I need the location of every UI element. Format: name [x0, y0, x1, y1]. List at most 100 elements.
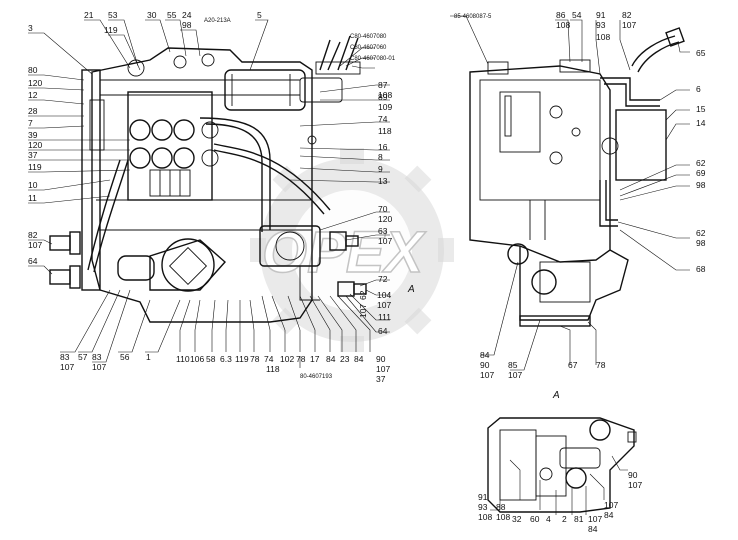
- callout-left-view-23: 83: [60, 352, 70, 362]
- inset-view-a: [487, 417, 637, 513]
- callout-inset-a-5: 32: [512, 514, 522, 524]
- callout-inset-a-11: 84: [588, 524, 598, 534]
- callout-left-view-22: 64: [28, 256, 38, 266]
- callout-left-view-19: 11: [28, 193, 37, 203]
- callout-inset-a-10: 107: [588, 514, 602, 524]
- inset-title-a: A: [552, 390, 560, 401]
- callout-left-view-30: 110: [176, 354, 190, 364]
- callout-left-view-10: 120: [28, 78, 42, 88]
- callout-inset-a-9: 81: [574, 514, 584, 524]
- callout-inset-a-3: 88: [496, 502, 506, 512]
- callout-left-view-60: 120: [378, 214, 392, 224]
- callout-left-view-4: 30: [147, 10, 157, 20]
- callout-right-view-15: 62: [696, 228, 706, 238]
- callout-inset-a-2: 108: [478, 512, 492, 522]
- callout-left-view-48: 107: [377, 300, 391, 310]
- callout-left-view-39: 78: [296, 354, 306, 364]
- callout-right-view-22: 107: [508, 370, 522, 380]
- callout-left-view-29: 1: [146, 352, 151, 362]
- callout-left-view-31: 106: [190, 354, 204, 364]
- callout-left-view-35: 78: [250, 354, 260, 364]
- callout-left-view-62: 107: [378, 236, 392, 246]
- callout-right-view-0: 86: [556, 10, 566, 20]
- callout-left-view-38: 102: [280, 354, 294, 364]
- callout-right-view-13: 69: [696, 168, 706, 178]
- callout-inset-a-0: 91: [478, 492, 488, 502]
- callout-inset-a-4: 108: [496, 512, 510, 522]
- callout-left-view-40: 17: [310, 354, 320, 364]
- callout-right-view-8: 65: [696, 48, 706, 58]
- view-labels: A A: [407, 284, 560, 401]
- callout-right-view-6: 82: [622, 10, 632, 20]
- callout-left-view-12: 28: [28, 106, 38, 116]
- callout-right-view-14: 98: [696, 180, 706, 190]
- callout-inset-a-6: 60: [530, 514, 540, 524]
- callout-inset-a-15: 107: [628, 480, 642, 490]
- callout-left-view-2: 53: [108, 10, 118, 20]
- callout-right-view-20: 107: [480, 370, 494, 380]
- callout-left-view-28: 56: [120, 352, 130, 362]
- callout-right-view-16: 98: [696, 238, 706, 248]
- part-number-top-d: С80-4607080-01: [350, 56, 396, 62]
- callout-inset-a-8: 2: [562, 514, 567, 524]
- callout-left-view-9: 80: [28, 65, 38, 75]
- callout-left-view-42: 23: [340, 354, 350, 364]
- callout-right-view-10: 15: [696, 104, 706, 114]
- callout-left-view-25: 57: [78, 352, 88, 362]
- leader-lines: [28, 15, 690, 515]
- callout-right-view-7: 107: [622, 20, 636, 30]
- part-number-bottom: 80-4607193: [300, 374, 333, 380]
- callout-left-view_vertical-0: 62: [358, 290, 368, 300]
- callout-left-view-54: 118: [378, 126, 392, 136]
- right-assembly-view: [469, 27, 685, 327]
- callout-inset-a-1: 93: [478, 502, 488, 512]
- callout-left-view-46: 37: [376, 374, 386, 384]
- callout-right-view-1: 108: [556, 20, 570, 30]
- callout-left-view-41: 84: [326, 354, 336, 364]
- callout-left-view_vertical-1: 107: [358, 304, 368, 318]
- callout-right-view-5: 108: [596, 32, 610, 42]
- callout-left-view-0: 3: [28, 23, 33, 33]
- watermark: OPEX: [250, 148, 454, 352]
- callout-left-view-18: 10: [28, 180, 38, 190]
- part-number-top-a: А20-213А: [204, 18, 231, 24]
- callout-left-view-20: 82: [28, 230, 38, 240]
- callout-left-view-21: 107: [28, 240, 42, 250]
- callout-left-view-64: 87: [378, 80, 388, 90]
- callout-right-view-24: 78: [596, 360, 606, 370]
- callout-left-view-63: 72: [378, 274, 388, 284]
- callout-right-view-3: 91: [596, 10, 606, 20]
- callout-left-view-56: 8: [378, 152, 383, 162]
- callout-left-view-45: 107: [376, 364, 390, 374]
- callout-left-view-50: 64: [378, 326, 388, 336]
- callout-left-view-1: 21: [84, 10, 94, 20]
- callout-left-view-17: 119: [28, 162, 42, 172]
- callout-left-view-16: 37: [28, 150, 38, 160]
- watermark-text: OPEX: [262, 220, 426, 285]
- callout-left-view-7: 98: [182, 20, 192, 30]
- callout-left-view-13: 7: [28, 118, 33, 128]
- callout-right-view-21: 85: [508, 360, 518, 370]
- callout-left-view-55: 16: [378, 142, 388, 152]
- view-marker-a: A: [407, 284, 415, 295]
- callout-left-view-15: 120: [28, 140, 42, 150]
- callout-left-view-43: 84: [354, 354, 364, 364]
- callout-inset-a-12: 107: [604, 500, 618, 510]
- callout-right-view-2: 54: [572, 10, 582, 20]
- callout-right-view-19: 90: [480, 360, 490, 370]
- callout-inset-a-13: 84: [604, 510, 614, 520]
- part-number-top-b: С80-4607080: [350, 34, 387, 40]
- callout-left-view-11: 12: [28, 90, 38, 100]
- part-number-top-c: С80-4607060: [350, 45, 387, 51]
- callout-left-view-44: 90: [376, 354, 386, 364]
- callout-left-view-33: 6.3: [220, 354, 232, 364]
- callout-left-view-47: 104: [377, 290, 391, 300]
- callout-left-view-58: 13: [378, 176, 388, 186]
- callout-left-view-3: 119: [104, 25, 118, 35]
- callout-right-view-11: 14: [696, 118, 706, 128]
